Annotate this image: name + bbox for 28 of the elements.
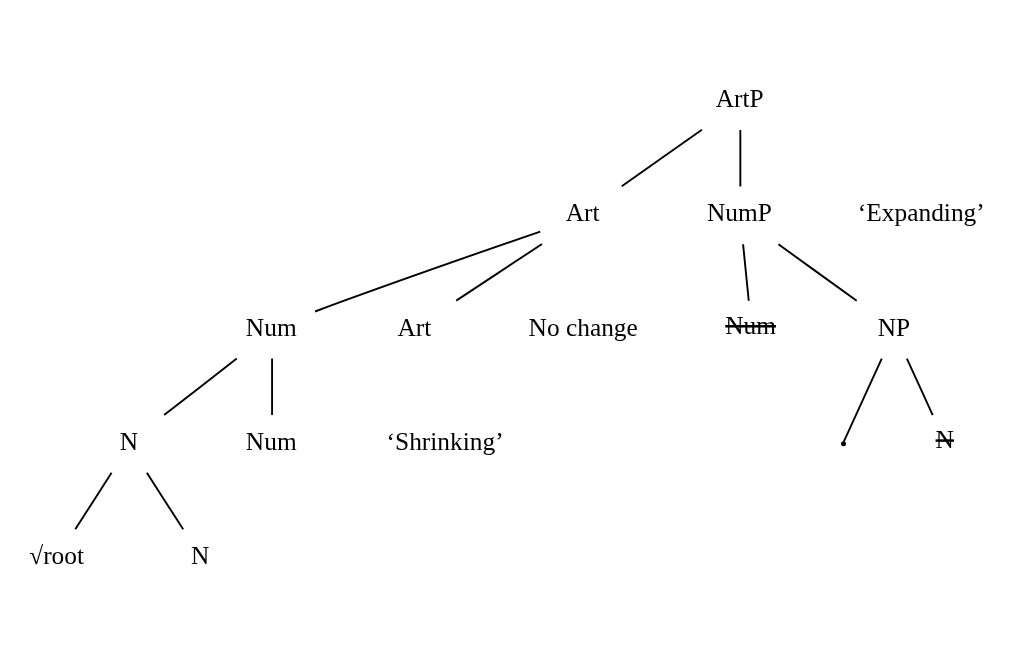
connector	[905, 357, 934, 416]
node-point	[841, 440, 847, 446]
node-text: ArtP	[715, 83, 764, 112]
node-text: Num	[245, 312, 297, 341]
connector	[842, 357, 883, 443]
node-text: Art	[565, 197, 600, 226]
node-text: √root	[29, 540, 85, 569]
node-text: NumP	[707, 197, 772, 226]
node-text: Num	[725, 310, 777, 339]
connector	[314, 230, 542, 312]
connector	[620, 128, 703, 187]
connector	[145, 471, 185, 530]
node-text: N	[935, 424, 954, 453]
node-text: N	[119, 426, 139, 455]
connector	[742, 242, 750, 302]
connector	[739, 128, 742, 187]
node-text: Num	[245, 426, 297, 455]
node-text: NP	[877, 312, 911, 341]
label: ‘Shrinking’	[386, 426, 504, 455]
label: ‘Expanding’	[857, 197, 985, 226]
connector	[455, 242, 543, 302]
label: No change	[528, 312, 638, 341]
connector	[163, 357, 238, 416]
connector	[777, 242, 858, 302]
connector	[271, 357, 273, 416]
node-text: Art	[397, 312, 432, 341]
node-text: N	[191, 540, 210, 569]
connector	[74, 471, 113, 530]
